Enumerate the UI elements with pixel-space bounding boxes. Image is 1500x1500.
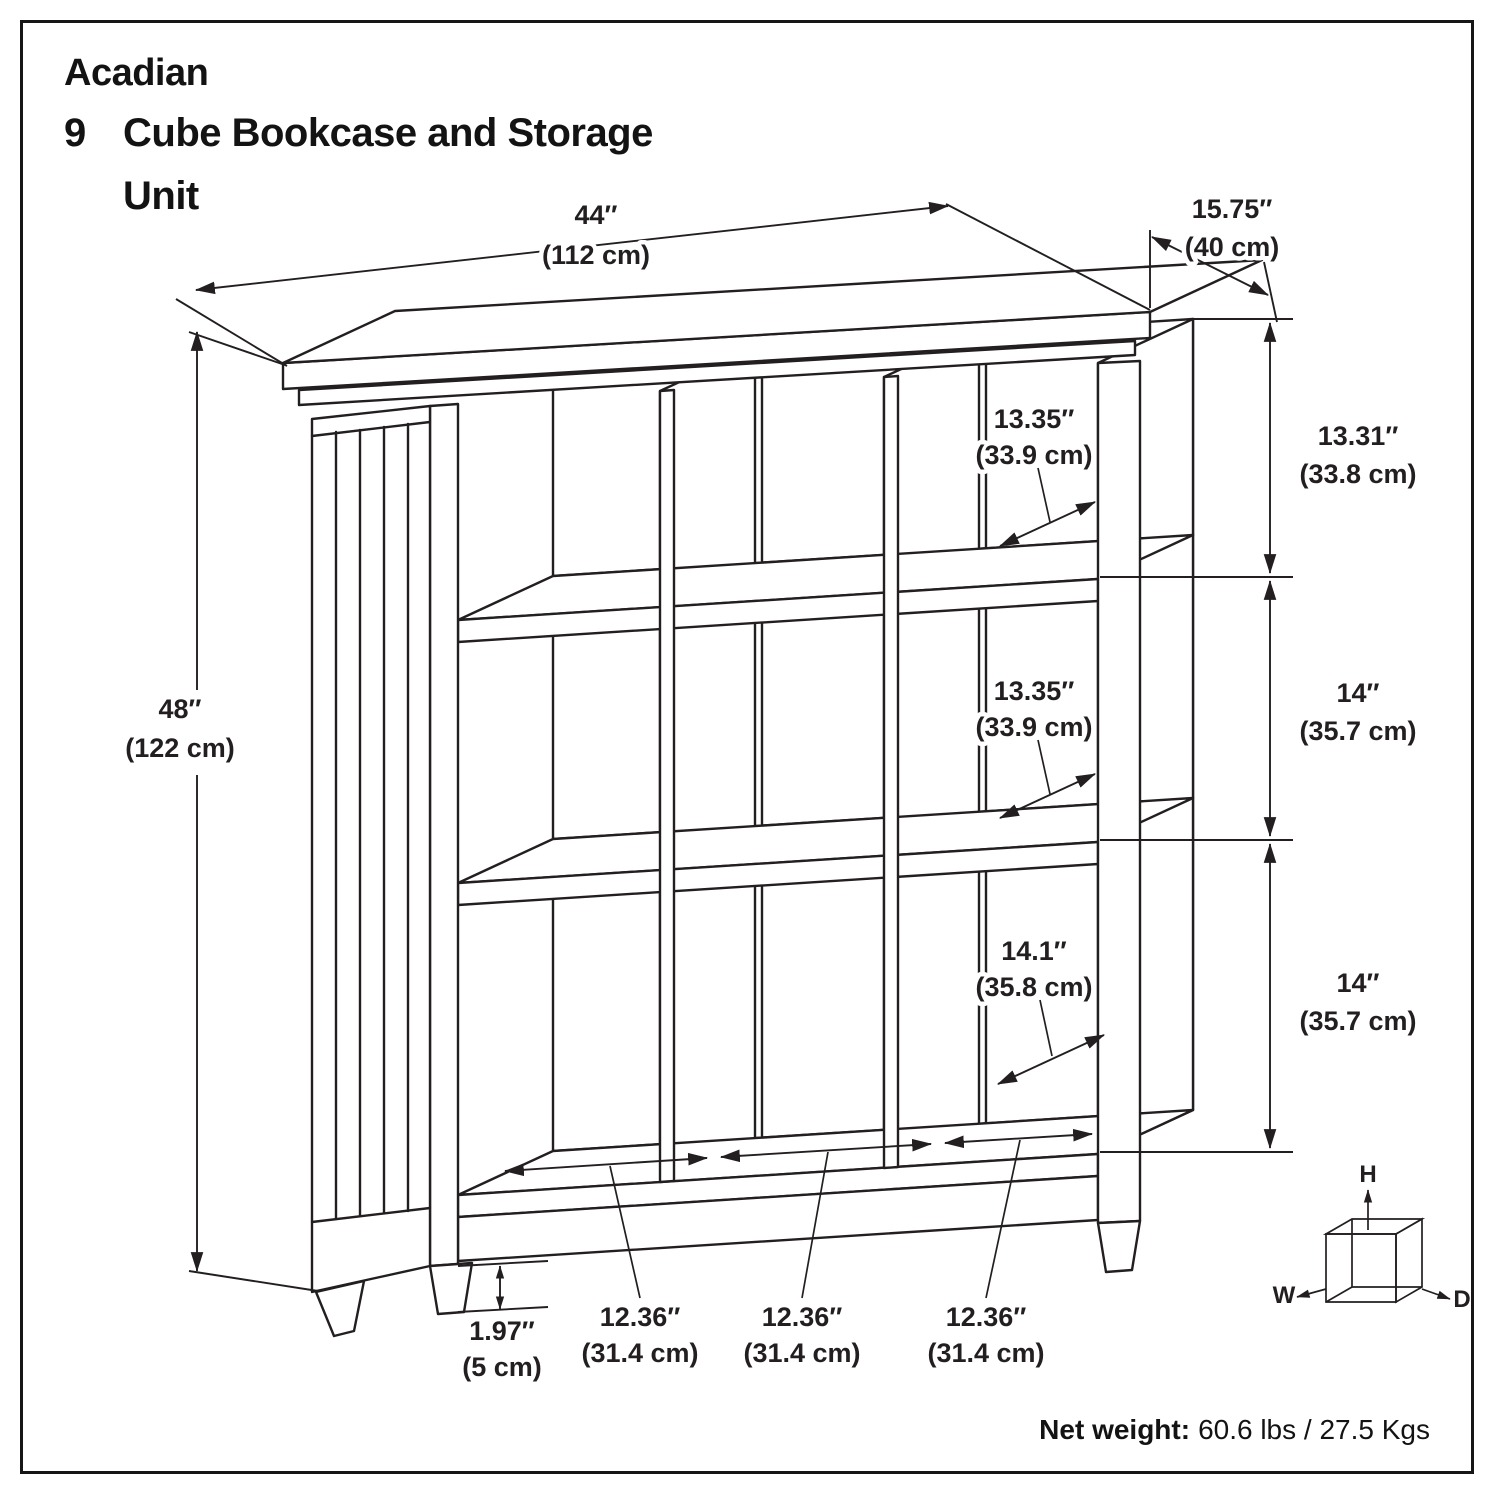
cube-width-2-cm-label: (31.4 cm) (743, 1338, 860, 1368)
toe-kick-dimension: 1.97″ (5 cm) (457, 1260, 549, 1387)
axis-depth-label: D (1453, 1286, 1470, 1313)
cube-width-2-leader (801, 1151, 829, 1299)
section-top-in-label: 13.31″ (1318, 421, 1399, 451)
depth-dimension: 15.75″ (40 cm) (1149, 190, 1284, 323)
width-extension-left (175, 298, 288, 367)
net-weight-value: 60.6 lbs / 27.5 Kgs (1198, 1414, 1430, 1445)
left-side-panel (310, 404, 432, 1294)
toe-kick-tick-top (457, 1260, 549, 1267)
product-brand: Acadian (64, 52, 209, 94)
cube-width-2-in-label: 12.36″ (762, 1302, 843, 1332)
axis-cube-right (1395, 1217, 1423, 1304)
side-bottom-rail (310, 1206, 432, 1224)
axis-legend: H W D (1273, 1161, 1471, 1313)
section-bot-in-label: 14″ (1337, 968, 1380, 998)
cube-width-dimensions: 12.36″ (31.4 cm) 12.36″ (31.4 cm) 12.36″… (503, 1128, 1094, 1373)
axis-width-arrow (1296, 1288, 1327, 1298)
cube-width-1-in-label: 12.36″ (600, 1302, 681, 1332)
section-mid-in-label: 14″ (1337, 678, 1380, 708)
divider1-front (658, 388, 676, 1184)
axis-cube-front (1325, 1233, 1397, 1303)
height-in-label: 48″ (159, 694, 202, 724)
height-dimension: 48″ (122 cm) (121, 330, 319, 1292)
cube-depth-mid-cm-label: (33.9 cm) (975, 712, 1092, 742)
cube-depth-top-leader (1037, 467, 1051, 523)
cube-width-3-leader (985, 1139, 1021, 1299)
section-dimensions: 13.31″ (33.8 cm) 14″ (35.7 cm) 14″ (35.7… (1100, 318, 1421, 1153)
height-cm-label: (122 cm) (125, 733, 235, 763)
title-block: Acadian 9 Cube Bookcase and Storage Unit (64, 52, 653, 219)
height-extension-top (188, 331, 286, 366)
cube-depth-mid-line (999, 773, 1096, 819)
net-weight: Net weight:60.6 lbs / 27.5 Kgs (1039, 1414, 1430, 1446)
axis-width-label: W (1273, 1282, 1296, 1309)
front-right-leg (1096, 1219, 1142, 1274)
section-bot-cm-label: (35.7 cm) (1299, 1006, 1416, 1036)
axis-height-label: H (1359, 1161, 1376, 1188)
product-name-2: Unit (123, 174, 199, 218)
front-left-leg (428, 1261, 474, 1316)
toe-kick-in-label: 1.97″ (469, 1316, 535, 1346)
cube-depth-top-cm-label: (33.9 cm) (975, 440, 1092, 470)
section-mid-cm-label: (35.7 cm) (1299, 716, 1416, 746)
width-cm-label: (112 cm) (542, 240, 650, 270)
toe-kick-tick-bottom (457, 1306, 549, 1313)
side-top-rail (310, 420, 432, 438)
depth-in-label: 15.75″ (1192, 194, 1273, 224)
axis-cube-hidden-1 (1325, 1286, 1353, 1303)
cube-width-1-line (503, 1152, 709, 1177)
cube-depth-dimensions: 13.35″ (33.9 cm) 13.35″ (33.9 cm) 14.1″ … (971, 400, 1105, 1085)
cube-depth-bot-cm-label: (35.8 cm) (975, 972, 1092, 1002)
cube-depth-mid-in-label: 13.35″ (994, 676, 1075, 706)
product-name-line: 9 Cube Bookcase and Storage (64, 111, 653, 156)
cube-count: 9 (64, 111, 86, 155)
axis-depth-arrow (1421, 1288, 1451, 1300)
cube-depth-top-in-label: 13.35″ (994, 404, 1075, 434)
product-name: Cube Bookcase and Storage (123, 111, 653, 155)
bookcase-drawing (281, 258, 1264, 1338)
depth-dimension-line (1151, 236, 1269, 296)
cube-depth-mid-leader (1037, 739, 1051, 795)
top-molding (297, 339, 1137, 407)
cube-depth-bot-leader (1039, 999, 1053, 1057)
section-top-cm-label: (33.8 cm) (1299, 459, 1416, 489)
net-weight-label: Net weight: (1039, 1414, 1191, 1445)
cube-width-3-cm-label: (31.4 cm) (927, 1338, 1044, 1368)
divider2-front (882, 374, 900, 1170)
cube-width-1-leader (609, 1165, 641, 1299)
cube-width-3-line (943, 1128, 1094, 1149)
height-extension-bottom (188, 1270, 319, 1292)
cube-depth-bot-in-label: 14.1″ (1001, 936, 1067, 966)
width-dimension: 44″ (112 cm) (175, 196, 1151, 367)
cube-width-1-cm-label: (31.4 cm) (581, 1338, 698, 1368)
cube-width-2-line (719, 1138, 933, 1163)
depth-cm-label: (40 cm) (1185, 232, 1280, 262)
right-stile (1096, 359, 1142, 1225)
width-extension-right (945, 203, 1151, 311)
left-stile (428, 402, 460, 1268)
width-dimension-line (194, 201, 950, 295)
side-leg (314, 1279, 366, 1338)
cube-depth-top-line (999, 501, 1096, 547)
toe-kick-cm-label: (5 cm) (462, 1352, 542, 1382)
cube-depth-bot-line (997, 1034, 1105, 1085)
cube-width-3-in-label: 12.36″ (946, 1302, 1027, 1332)
depth-extension-back (1263, 261, 1278, 323)
width-in-label: 44″ (575, 200, 618, 230)
